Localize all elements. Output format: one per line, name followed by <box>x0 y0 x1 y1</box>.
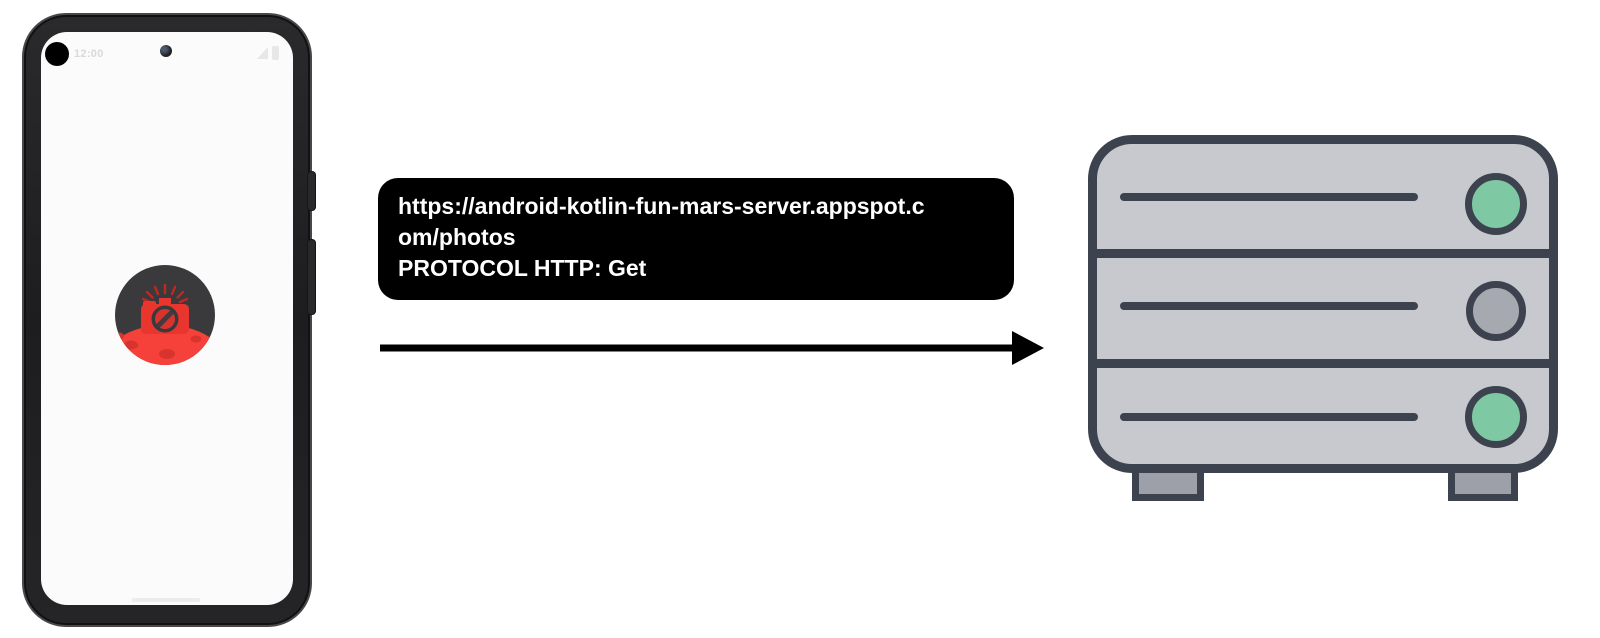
signal-strength-icon <box>257 47 268 59</box>
led-indicator-green <box>1465 386 1527 448</box>
led-indicator-green <box>1465 173 1527 235</box>
request-url-line-1: https://android-kotlin-fun-mars-server.a… <box>398 193 925 219</box>
volume-button <box>308 240 315 314</box>
server <box>1088 135 1558 503</box>
status-bar-time: 12:00 <box>74 48 104 60</box>
camera-icon <box>141 298 189 334</box>
drive-slot-line <box>1120 193 1418 201</box>
server-body <box>1088 135 1558 473</box>
drive-slot-line <box>1120 413 1418 421</box>
request-url-line-2: om/photos <box>398 224 516 250</box>
camera-flash-rays <box>141 283 189 304</box>
phone-screen: 12:00 <box>41 32 293 605</box>
request-url-label: https://android-kotlin-fun-mars-server.a… <box>378 178 1014 300</box>
android-phone: 12:00 <box>22 13 315 627</box>
led-indicator-gray <box>1466 281 1526 341</box>
server-unit-divider <box>1097 249 1549 258</box>
power-button <box>308 172 315 210</box>
home-indicator <box>132 598 200 602</box>
mars-photos-app-icon <box>115 265 215 365</box>
request-protocol-line: PROTOCOL HTTP: Get <box>398 255 647 281</box>
battery-icon <box>272 46 279 60</box>
request-arrow <box>380 331 1044 365</box>
front-camera-icon <box>160 45 172 57</box>
server-unit-divider <box>1097 359 1549 368</box>
drive-slot-line <box>1120 302 1418 310</box>
status-bar-dot <box>45 42 69 66</box>
